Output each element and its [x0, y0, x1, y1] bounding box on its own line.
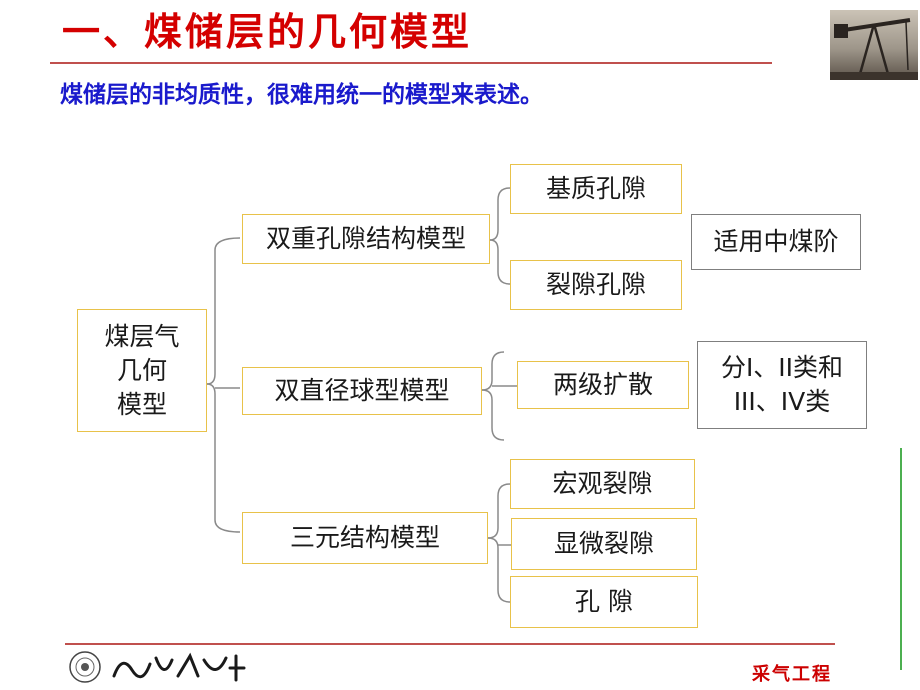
connector-root-model1	[206, 237, 241, 385]
oil-pumpjack-photo	[830, 10, 918, 80]
footer-course-name: 采气工程	[752, 664, 832, 685]
root-node-line: 几何	[116, 355, 167, 385]
slide-title: 一、煤储层的几何模型	[62, 10, 473, 54]
child-pores: 孔 隙	[510, 576, 698, 628]
footer-rule	[65, 643, 835, 645]
pumpjack-icon	[830, 18, 918, 80]
root-node: 煤层气 几何 模型	[77, 309, 207, 432]
child-micro-fractures: 显微裂隙	[511, 518, 697, 570]
child-matrix-pores: 基质孔隙	[510, 164, 682, 214]
model-dual-porosity: 双重孔隙结构模型	[242, 214, 490, 264]
connector-model1-child2	[489, 239, 511, 285]
root-node-line: 模型	[116, 389, 167, 419]
university-seal-icon	[68, 650, 102, 684]
model-ternary-structure: 三元结构模型	[242, 512, 488, 564]
connector-model3-child1	[487, 483, 511, 539]
title-underline	[50, 62, 772, 64]
slide-subtitle: 煤储层的非均质性，很难用统一的模型来表述。	[60, 82, 543, 108]
connector-model3-child3	[487, 537, 511, 603]
university-name-calligraphy	[108, 650, 248, 686]
connector-model2-top	[481, 351, 505, 391]
connector-model2-bottom	[481, 389, 505, 441]
note-class-division-line: 分I、II类和	[720, 353, 844, 382]
note-class-division-line: III、IV类	[733, 387, 831, 416]
connector-model1-child1	[489, 187, 511, 241]
connector-root-model3	[206, 383, 241, 533]
model-dual-diameter-sphere: 双直径球型模型	[242, 367, 482, 415]
child-two-level-diffusion: 两级扩散	[517, 361, 689, 409]
child-macro-fractures: 宏观裂隙	[510, 459, 695, 509]
root-node-line: 煤层气	[104, 321, 180, 351]
child-fracture-pores: 裂隙孔隙	[510, 260, 682, 310]
note-class-division: 分I、II类和 III、IV类	[697, 341, 867, 429]
note-medium-rank-coal: 适用中煤阶	[691, 214, 861, 270]
right-accent-bar	[900, 448, 902, 670]
